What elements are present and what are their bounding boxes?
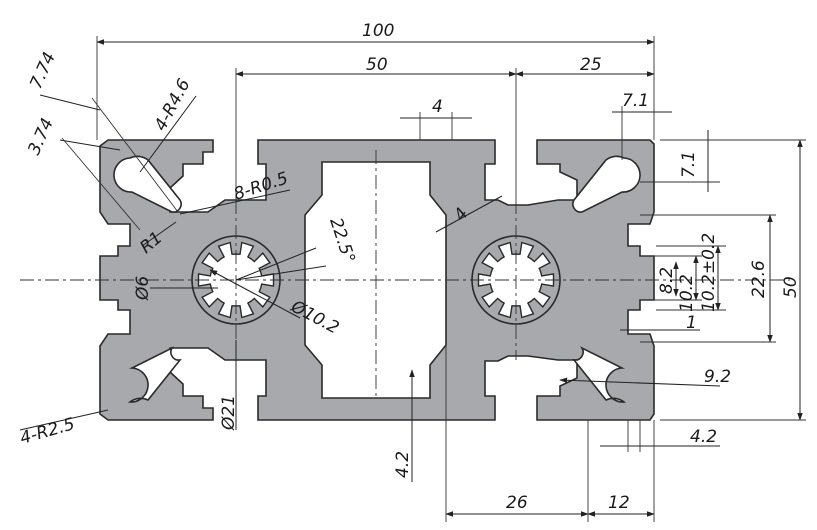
corner-hole-bottom-left: [127, 346, 182, 403]
dim-9-2: 9.2: [704, 367, 731, 387]
dim-22-6: 22.6: [749, 260, 769, 298]
corner-hole-top-left: [113, 155, 182, 213]
dim-dia-6: Ø6: [133, 276, 153, 301]
dim-7-1-top: 7.1: [622, 91, 649, 111]
dim-10-2: 10.2: [677, 274, 697, 312]
dim-26: 26: [506, 493, 528, 513]
dim-12: 12: [608, 493, 630, 513]
center-lines: [20, 150, 790, 400]
corner-hole-bottom-right: [572, 346, 627, 403]
dim-7-1-side: 7.1: [679, 151, 699, 178]
dim-3-74: 3.74: [24, 115, 58, 158]
dim-4-2-bottom: 4.2: [393, 451, 413, 478]
dim-slot-4: 4: [432, 97, 443, 117]
dim-50-top: 50: [366, 55, 388, 75]
dim-7-74: 7.74: [26, 49, 60, 92]
dim-50-side: 50: [781, 276, 801, 298]
dim-10-2-tol: 10.2±0.2: [699, 233, 719, 312]
dim-100: 100: [362, 21, 394, 41]
dim-4-2-right: 4.2: [690, 427, 717, 447]
dim-4-R2-5: 4-R2.5: [18, 414, 77, 449]
dim-25: 25: [580, 55, 602, 75]
dim-4-R4-6: 4-R4.6: [151, 76, 195, 135]
dim-dia-21: Ø21: [219, 395, 239, 431]
dimension-lines: [19, 36, 806, 522]
dim-8-2: 8.2: [657, 267, 677, 294]
corner-hole-top-right: [572, 155, 641, 213]
dim-1: 1: [686, 313, 697, 333]
